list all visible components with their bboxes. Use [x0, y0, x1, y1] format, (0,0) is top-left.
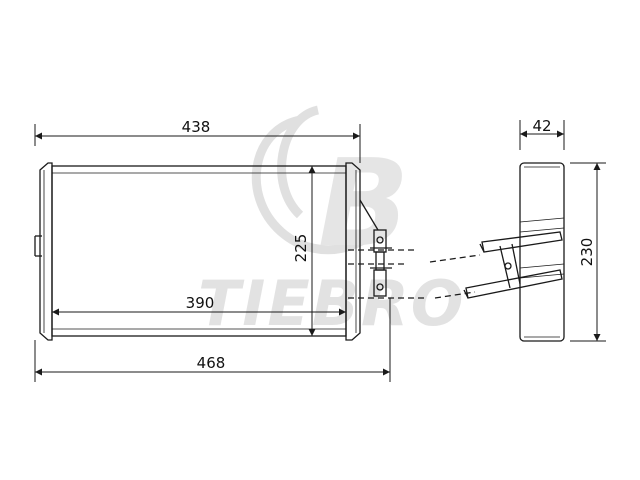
dim-overall-height: 230 — [578, 238, 596, 267]
dim-inner-width: 390 — [186, 294, 215, 312]
front-view — [34, 162, 481, 341]
dim-depth: 42 — [532, 117, 551, 135]
side-tank-outline — [519, 162, 565, 342]
dim-core-height: 225 — [292, 234, 310, 263]
side-view — [463, 162, 565, 342]
side-pipes — [463, 231, 563, 299]
pipe-connector — [359, 199, 392, 297]
right-tank — [345, 162, 361, 341]
watermark-logo: B TIEBRO — [198, 105, 465, 340]
left-tank — [39, 162, 53, 341]
center-lines — [348, 249, 481, 299]
dim-overall-width: 468 — [197, 354, 226, 372]
watermark-text: TIEBRO — [198, 267, 465, 340]
dim-core-width: 438 — [182, 118, 211, 136]
dimension-lines — [34, 120, 606, 382]
logo-letter: B — [318, 135, 409, 274]
